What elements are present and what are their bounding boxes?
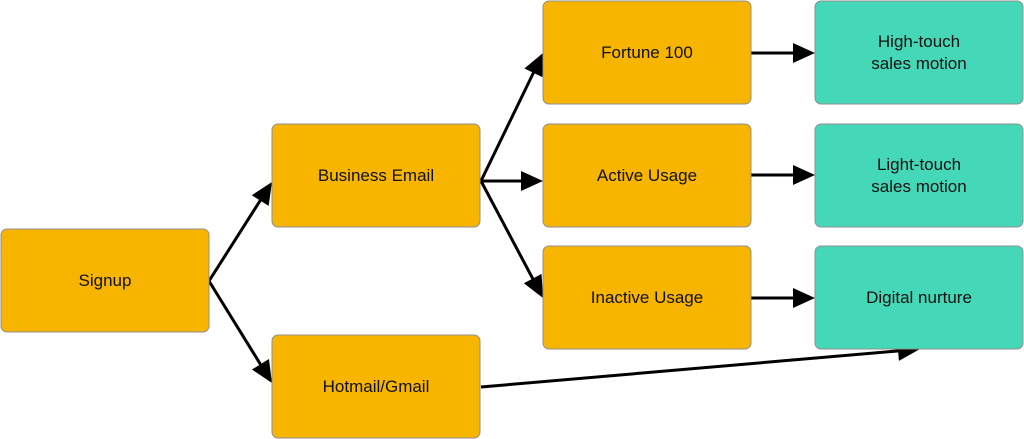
node-label: sales motion [871, 54, 966, 73]
edge-line [207, 280, 263, 367]
node-digital-nurture: Digital nurture [814, 245, 1024, 350]
arrowhead-icon [524, 53, 543, 78]
arrowhead-icon [523, 273, 543, 298]
node-box [542, 0, 752, 105]
node-box [0, 228, 210, 333]
arrowhead-icon [793, 165, 815, 185]
arrowhead-icon [521, 171, 543, 191]
node-box [271, 334, 481, 439]
arrowhead-icon [793, 43, 815, 63]
node-label: Digital nurture [866, 288, 972, 307]
node-label: Inactive Usage [591, 288, 703, 307]
node-label: Light-touch [877, 155, 961, 174]
node-high-touch: High-touch sales motion [814, 0, 1024, 105]
edge-business-email-to-active-usage [481, 171, 543, 191]
edge-line [480, 349, 901, 389]
edge-fortune-100-to-high-touch [751, 43, 815, 63]
node-business-email: Business Email [271, 123, 481, 228]
arrowhead-icon [251, 182, 272, 206]
node-label: sales motion [871, 177, 966, 196]
edge-inactive-usage-to-digital-nurture [751, 288, 815, 308]
node-hotmail-gmail: Hotmail/Gmail [271, 334, 481, 439]
node-box [814, 123, 1024, 228]
node-label: Signup [79, 271, 132, 290]
edge-active-usage-to-light-touch [751, 165, 815, 185]
edge-signup-to-business-email [207, 182, 272, 282]
node-active-usage: Active Usage [542, 123, 752, 228]
edge-line [207, 198, 263, 282]
node-box [814, 245, 1024, 350]
node-label: Fortune 100 [601, 43, 693, 62]
node-label: Hotmail/Gmail [323, 377, 430, 396]
node-inactive-usage: Inactive Usage [542, 245, 752, 350]
node-box [271, 123, 481, 228]
node-fortune-100: Fortune 100 [542, 0, 752, 105]
node-label: High-touch [878, 32, 960, 51]
node-box [542, 123, 752, 228]
node-box [814, 0, 1024, 105]
node-signup: Signup [0, 228, 210, 333]
node-label: Business Email [318, 166, 434, 185]
edge-line [479, 180, 535, 282]
node-box [542, 245, 752, 350]
arrowhead-icon [793, 288, 815, 308]
edge-business-email-to-inactive-usage [479, 180, 543, 298]
node-light-touch: Light-touch sales motion [814, 123, 1024, 228]
edge-line [479, 70, 536, 182]
arrowhead-icon [251, 359, 272, 383]
edge-business-email-to-fortune-100 [479, 53, 543, 182]
edge-signup-to-hotmail-gmail [207, 280, 272, 383]
node-label: Active Usage [597, 166, 697, 185]
